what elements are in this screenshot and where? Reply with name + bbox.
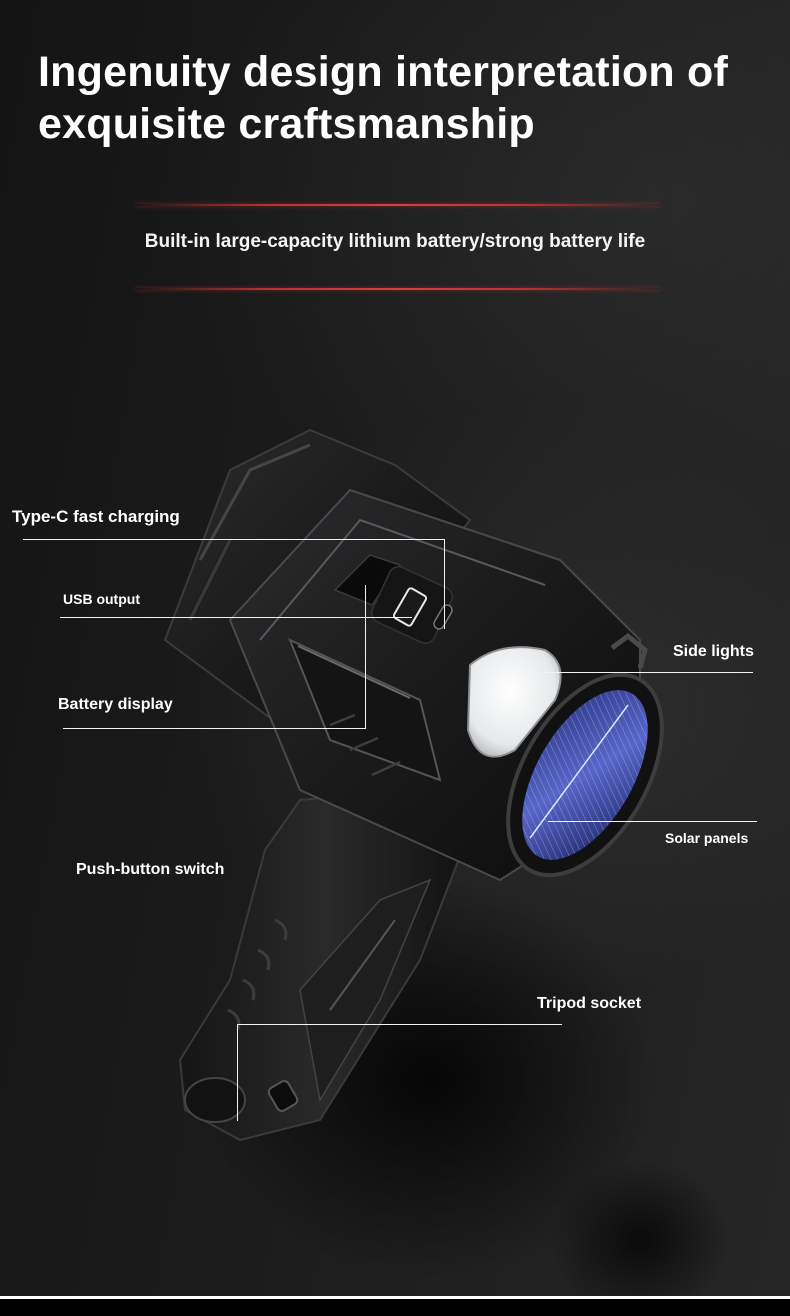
battery-display-leader-rise [365,585,366,729]
type-c-leader-drop [444,539,445,629]
feature-subtitle: Built-in large-capacity lithium battery/… [144,231,646,252]
callout-usb-output: USB output [63,591,140,607]
callout-solar-panels: Solar panels [665,830,749,846]
solar-panels-leader-line [548,821,757,822]
type-c-leader-line [23,539,445,540]
battery-display-leader-line [63,728,366,729]
callout-battery-display: Battery display [58,696,173,713]
title-line-2: exquisite craftsmanship [38,100,535,148]
side-lights-leader-line [540,672,753,673]
callout-tripod-socket: Tripod socket [537,995,642,1012]
title-line-1: Ingenuity design interpretation of [38,48,729,96]
page-title: Ingenuity design interpretation of exqui… [38,46,778,150]
top-red-divider [135,204,660,206]
callout-side-lights: Side lights [673,643,754,660]
callout-push-button-switch: Push-button switch [76,861,225,878]
tripod-socket-leader-drop [237,1024,238,1121]
tripod-socket-leader-line [237,1024,562,1025]
bottom-border [0,1296,790,1316]
usb-output-leader-line [60,617,412,618]
bottom-red-divider [135,288,660,290]
callout-type-c-fast-charging: Type-C fast charging [12,507,180,526]
